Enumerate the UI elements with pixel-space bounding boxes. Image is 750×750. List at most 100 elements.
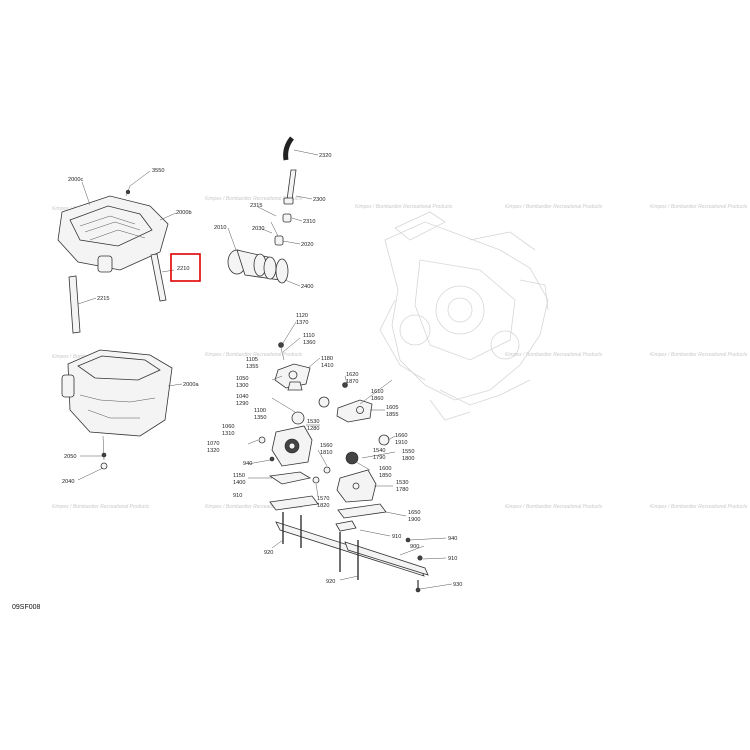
callout-1550: 1550 bbox=[402, 449, 414, 455]
callout-1910: 1910 bbox=[395, 440, 407, 446]
callout-1355: 1355 bbox=[246, 364, 258, 370]
callout-1540: 1540 bbox=[373, 448, 385, 454]
callout-910-left: 910 bbox=[233, 493, 242, 499]
callout-1370: 1370 bbox=[296, 320, 308, 326]
diagram-code: 09SF008 bbox=[12, 604, 41, 611]
callout-1180: 1180 bbox=[321, 356, 333, 362]
callout-1855: 1855 bbox=[386, 412, 398, 418]
watermark: Kimpex / Bombardier Recreational Product… bbox=[52, 504, 150, 510]
callout-1110: 1110 bbox=[303, 333, 315, 339]
engine-mount-left-bracket bbox=[268, 456, 320, 485]
strap-2210 bbox=[150, 253, 167, 302]
callout-2030: 2030 bbox=[252, 226, 264, 232]
callout-1050: 1050 bbox=[236, 376, 248, 382]
engine-mount-left-upper bbox=[274, 342, 311, 391]
callout-1620: 1620 bbox=[346, 372, 358, 378]
callout-1790: 1790 bbox=[373, 455, 385, 461]
callout-1060: 1060 bbox=[222, 424, 234, 430]
engine-mount-right-lower bbox=[323, 451, 377, 503]
highlight-box-2210 bbox=[170, 253, 201, 282]
callout-2020: 2020 bbox=[301, 242, 313, 248]
callout-1870: 1870 bbox=[346, 379, 358, 385]
callout-2310: 2310 bbox=[303, 219, 315, 225]
callout-1105: 1105 bbox=[246, 357, 258, 363]
callout-1860: 1860 bbox=[371, 396, 383, 402]
callout-3550: 3550 bbox=[152, 168, 164, 174]
callout-910-middle: 910 bbox=[392, 534, 401, 540]
watermark: Kimpex / Bombardier Recreational Product… bbox=[650, 352, 748, 358]
callout-1600: 1600 bbox=[379, 466, 391, 472]
callout-2040: 2040 bbox=[62, 479, 74, 485]
watermark: Kimpex / Bombardier Recreational Product… bbox=[505, 504, 603, 510]
callout-2000c: 2000c bbox=[68, 177, 83, 183]
callout-920-right: 920 bbox=[326, 579, 335, 585]
tube-2300 bbox=[283, 169, 297, 205]
callout-1530: 1530 bbox=[307, 419, 319, 425]
callout-1610: 1610 bbox=[371, 389, 383, 395]
callout-1780: 1780 bbox=[396, 487, 408, 493]
callout-1400: 1400 bbox=[233, 480, 245, 486]
callout-2320: 2320 bbox=[319, 153, 331, 159]
callout-1560: 1560 bbox=[320, 443, 332, 449]
callout-1650: 1650 bbox=[408, 510, 420, 516]
callout-920-left: 920 bbox=[264, 550, 273, 556]
leader-lines bbox=[77, 149, 453, 590]
callout-labels: 3550 2000c 2000b 2210 2215 2000a 2050 20… bbox=[62, 153, 462, 588]
callout-2010: 2010 bbox=[214, 225, 226, 231]
callout-930: 930 bbox=[453, 582, 462, 588]
callout-1070: 1070 bbox=[207, 441, 219, 447]
callout-1290: 1290 bbox=[236, 401, 248, 407]
watermark: Kimpex / Bombardier Recreational Product… bbox=[205, 504, 303, 510]
watermark: Kimpex / Bombardier Recreational Product… bbox=[505, 204, 603, 210]
watermark: Kimpex / Bombardier Recreational Product… bbox=[650, 204, 748, 210]
watermark: Kimpex / Bombardier Recreational Product… bbox=[355, 204, 453, 210]
watermark: Kimpex / Bombardier Recreational Product… bbox=[650, 504, 748, 510]
watermark: Kimpex / Bombardier Recreational Product… bbox=[205, 196, 303, 202]
callout-2050: 2050 bbox=[64, 454, 76, 460]
bolts-920 bbox=[282, 512, 423, 593]
callout-2315: 2315 bbox=[250, 203, 262, 209]
callout-2000a: 2000a bbox=[183, 382, 199, 388]
callout-1530-lower: 1530 bbox=[396, 480, 408, 486]
callout-1800: 1800 bbox=[402, 456, 414, 462]
callout-1900: 1900 bbox=[408, 517, 420, 523]
engine-ghost-illustration bbox=[379, 211, 549, 421]
strap-2215 bbox=[68, 275, 81, 334]
callout-2210: 2210 bbox=[177, 266, 189, 272]
callout-1810: 1810 bbox=[320, 450, 332, 456]
callout-1660: 1660 bbox=[395, 433, 407, 439]
callout-1150: 1150 bbox=[233, 473, 245, 479]
watermark: Kimpex / Bombardier Recreational Product… bbox=[505, 352, 603, 358]
fitting-2020 bbox=[270, 221, 284, 246]
callout-1570: 1570 bbox=[317, 496, 329, 502]
mount-plates bbox=[269, 495, 387, 532]
engine-mount-left-middle bbox=[258, 411, 313, 467]
lower-airbox-2000a bbox=[61, 349, 173, 470]
callout-2400: 2400 bbox=[301, 284, 313, 290]
mount-rail-900 bbox=[275, 521, 429, 577]
callout-2215: 2215 bbox=[97, 296, 109, 302]
clamp-2400 bbox=[275, 258, 289, 284]
callout-1605: 1605 bbox=[386, 405, 398, 411]
callout-1820: 1820 bbox=[317, 503, 329, 509]
callout-940-upper: 940 bbox=[243, 461, 252, 467]
fitting-2310 bbox=[282, 213, 292, 223]
callout-1040: 1040 bbox=[236, 394, 248, 400]
watermark: Kimpex / Bombardier Recreational Product… bbox=[205, 352, 303, 358]
callout-2000b: 2000b bbox=[176, 210, 192, 216]
engine-mount-right-upper bbox=[318, 382, 390, 446]
callout-1280: 1280 bbox=[307, 426, 319, 432]
callout-1100: 1100 bbox=[254, 408, 266, 414]
intake-boot-2010 bbox=[227, 249, 281, 281]
callout-1350: 1350 bbox=[254, 415, 266, 421]
callout-900: 900 bbox=[410, 544, 419, 550]
callout-910-right: 910 bbox=[448, 556, 457, 562]
callout-940-lower: 940 bbox=[448, 536, 457, 542]
callout-2300: 2300 bbox=[313, 197, 325, 203]
intake-hose-2320 bbox=[283, 136, 295, 161]
callout-1410: 1410 bbox=[321, 363, 333, 369]
callout-1300: 1300 bbox=[236, 383, 248, 389]
callout-1850: 1850 bbox=[379, 473, 391, 479]
callout-1120: 1120 bbox=[296, 313, 308, 319]
